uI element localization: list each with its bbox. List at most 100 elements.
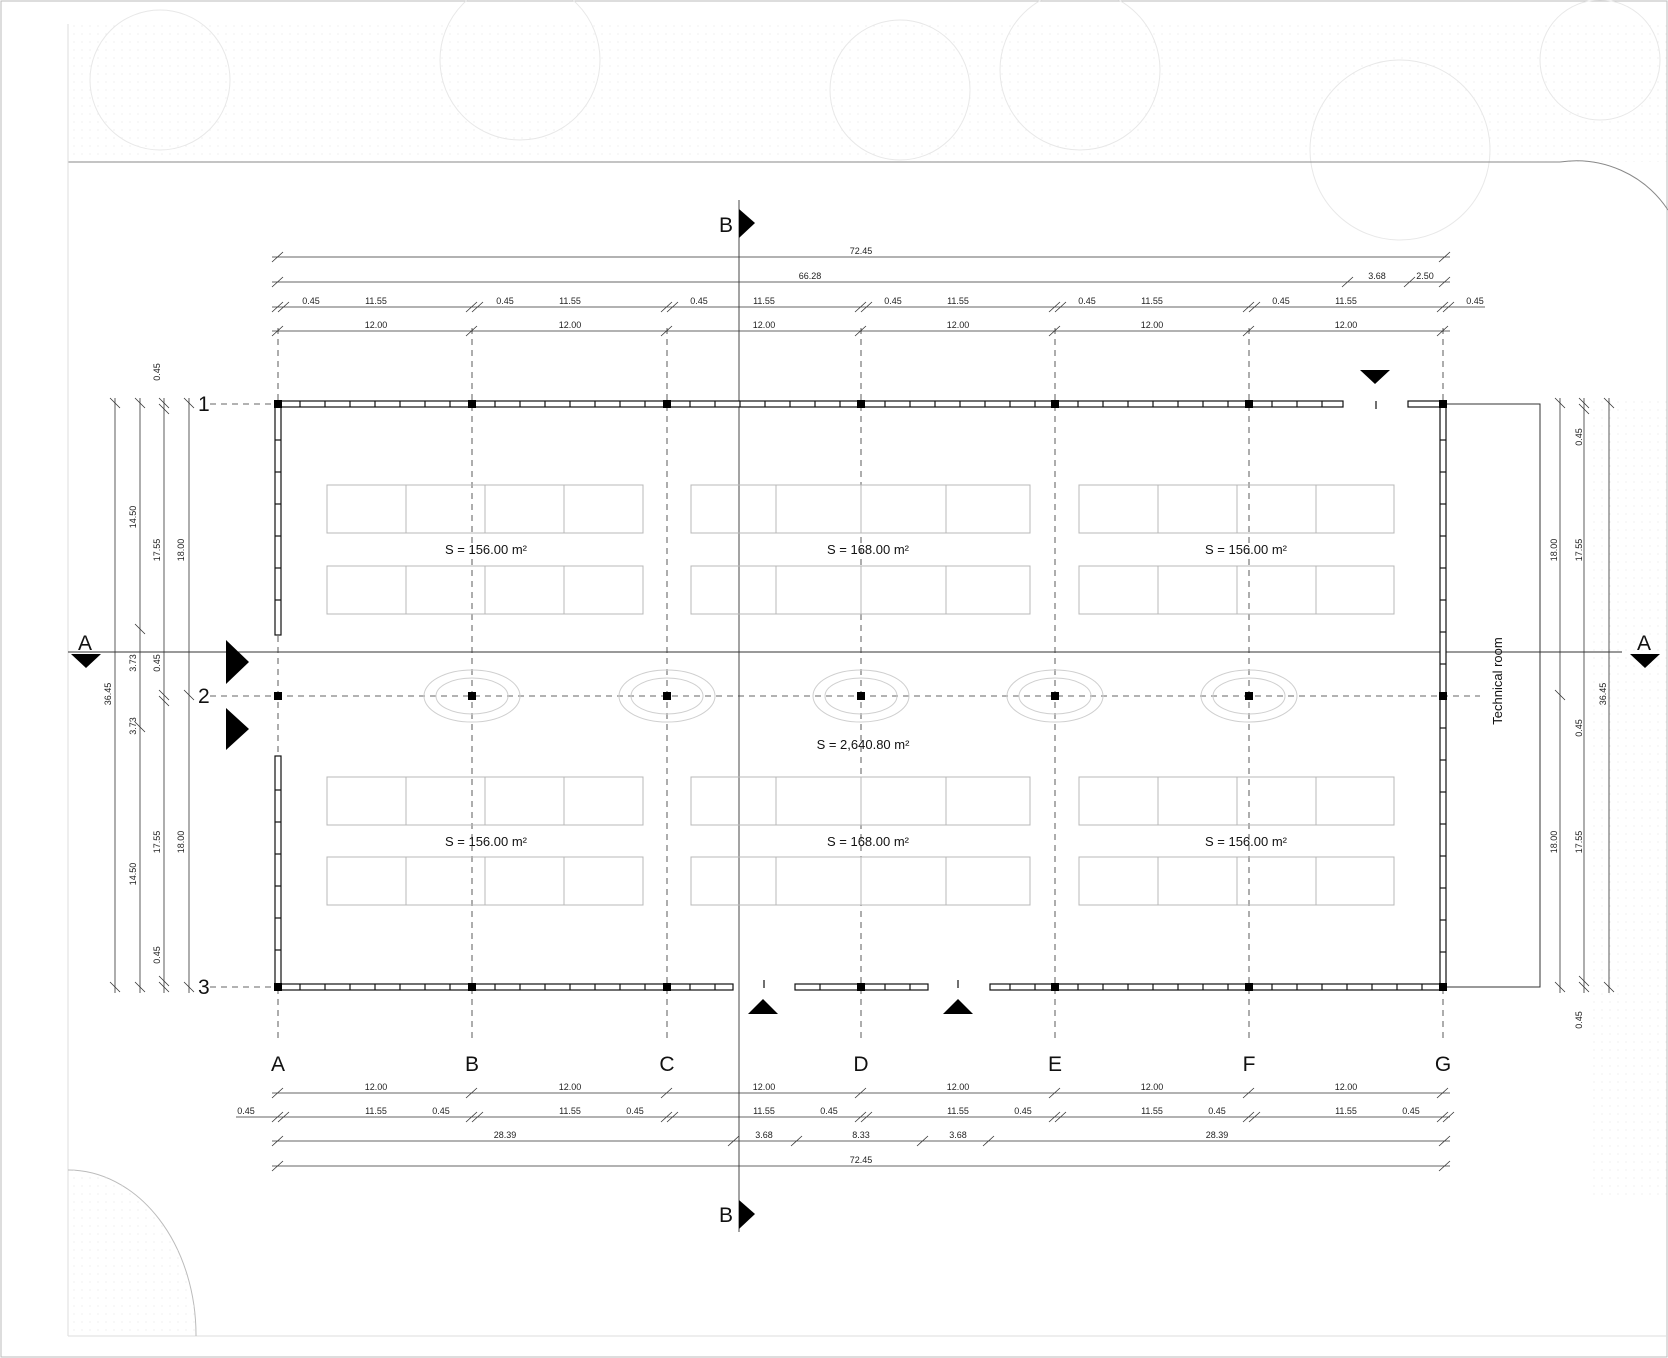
grid-label-3: 3 [198,976,210,999]
dim-bot-wall-6: 0.45 [1208,1106,1226,1116]
dim-right-half-full-top: 18.00 [1549,539,1559,562]
dim-left-overall: 36.45 [103,683,113,706]
technical-room-outline [1446,403,1541,988]
area-bot-right: S = 156.00 m² [1205,834,1288,849]
dim-bot-bay-3: 12.00 [753,1082,776,1092]
dim-bot-clear-5: 11.55 [1141,1106,1163,1116]
dim-top-wall-3: 0.45 [690,296,708,306]
grid-row-labels: 1 2 3 [198,393,210,999]
dim-bot-wall-7: 0.45 [1402,1106,1420,1116]
dim-top-clear-1: 11.55 [365,296,387,306]
dim-top-clear-3: 11.55 [753,296,775,306]
entrance-arrows [226,370,1390,1014]
site-boundary-curve [1559,160,1668,211]
dim-top-wall-2: 0.45 [496,296,514,306]
dim-bot-clear-2: 11.55 [559,1106,581,1116]
area-bot-left: S = 156.00 m² [445,834,528,849]
dim-left-half-full-bottom: 18.00 [176,831,186,854]
grid-label-f: F [1243,1053,1256,1076]
dim-top-bay-3: 12.00 [753,320,776,330]
grid-label-b: B [465,1053,479,1076]
site-right-strip [1590,400,1668,1200]
area-top-left: S = 156.00 m² [445,542,528,557]
dim-right-wall-mid: 0.45 [1574,719,1584,737]
dim-right-half-mid-bottom: 17.55 [1574,831,1584,854]
dim-bot-clear-3: 11.55 [753,1106,775,1116]
dim-bot-bay-1: 12.00 [365,1082,388,1092]
dim-right-half-mid-top: 17.55 [1574,539,1584,562]
dim-left-opening-top: 3.73 [128,654,138,672]
site-corner-arc-fill [68,1170,197,1336]
dim-bot-wall-4: 0.45 [820,1106,838,1116]
section-label-b-bottom: B [719,1204,733,1227]
grid-col-labels: A B C D E F G [271,1053,1451,1076]
dims-bottom-text: 12.00 12.00 12.00 12.00 12.00 12.00 0.45… [237,1082,1420,1165]
dim-right-wall-bottom: 0.45 [1574,1011,1584,1029]
grid-label-c: C [659,1053,674,1076]
area-top-mid: S = 168.00 m² [827,542,910,557]
dim-right-overall: 36.45 [1598,683,1608,706]
area-bot-mid: S = 168.00 m² [827,834,910,849]
dim-left-opening-bottom: 3.73 [128,717,138,735]
dim-bot-seg-3: 8.33 [852,1130,870,1140]
dim-bot-clear-1: 11.55 [365,1106,387,1116]
area-top-right: S = 156.00 m² [1205,542,1288,557]
dim-top-bay-2: 12.00 [559,320,582,330]
dim-bot-bay-2: 12.00 [559,1082,582,1092]
dim-bot-bay-5: 12.00 [1141,1082,1164,1092]
dim-bot-wall-1: 0.45 [237,1106,255,1116]
section-label-a-left: A [78,632,92,655]
wall-mullions [275,401,1446,990]
dim-bot-wall-3: 0.45 [626,1106,644,1116]
dim-left-half-mid-top: 17.55 [152,539,162,562]
dim-top-partial-a: 66.28 [799,271,822,281]
dim-bot-clear-6: 11.55 [1335,1106,1357,1116]
dim-right-wall-top: 0.45 [1574,428,1584,446]
grid-label-e: E [1048,1053,1062,1076]
dim-top-wall-5: 0.45 [1078,296,1096,306]
grid-label-g: G [1435,1053,1451,1076]
grid-label-d: D [853,1053,868,1076]
turning-circles [423,669,1298,723]
dim-top-clear-5: 11.55 [1141,296,1163,306]
columns [274,400,1447,991]
dims-top-lines [271,251,1485,337]
dim-bot-seg-4: 3.68 [949,1130,967,1140]
dim-top-bay-5: 12.00 [1141,320,1164,330]
dims-top-text: 72.45 66.28 3.68 2.50 0.45 11.55 0.45 11… [302,246,1484,330]
dims-left-lines [109,397,195,993]
section-markers [71,209,1660,1229]
dim-top-clear-6: 11.55 [1335,296,1357,306]
dim-bot-seg-2: 3.68 [755,1130,773,1140]
dim-top-clear-4: 11.55 [947,296,969,306]
dim-top-bay-4: 12.00 [947,320,970,330]
dim-bot-bay-6: 12.00 [1335,1082,1358,1092]
dim-bot-wall-5: 0.45 [1014,1106,1032,1116]
dims-right-lines [1554,397,1615,993]
grid-label-2: 2 [198,685,210,708]
dim-top-partial-c: 2.50 [1416,271,1434,281]
dim-bot-seg-5: 28.39 [1206,1130,1229,1140]
dim-left-wall-mid: 0.45 [152,654,162,672]
dims-right-text: 0.45 18.00 17.55 36.45 0.45 18.00 17.55 … [1549,428,1608,1029]
dim-top-wall-4: 0.45 [884,296,902,306]
section-label-a-right: A [1637,632,1651,655]
dim-bot-seg-1: 28.39 [494,1130,517,1140]
dim-bot-wall-2: 0.45 [432,1106,450,1116]
dim-bot-bay-4: 12.00 [947,1082,970,1092]
grid-label-1: 1 [198,393,210,416]
dim-right-half-full-bottom: 18.00 [1549,831,1559,854]
dim-left-half-full-top: 18.00 [176,539,186,562]
dim-left-wall-bottom: 0.45 [152,946,162,964]
dim-top-bay-6: 12.00 [1335,320,1358,330]
dim-left-half-mid-bottom: 17.55 [152,831,162,854]
dims-left-text: 0.45 14.50 17.55 18.00 3.73 0.45 36.45 3… [103,363,186,964]
dim-top-clear-2: 11.55 [559,296,581,306]
dim-top-overall: 72.45 [850,246,873,256]
dim-bot-overall: 72.45 [850,1155,873,1165]
grid-label-a: A [271,1053,285,1076]
technical-room-label: Technical room [1490,637,1505,724]
dims-bottom-lines [236,1087,1455,1172]
